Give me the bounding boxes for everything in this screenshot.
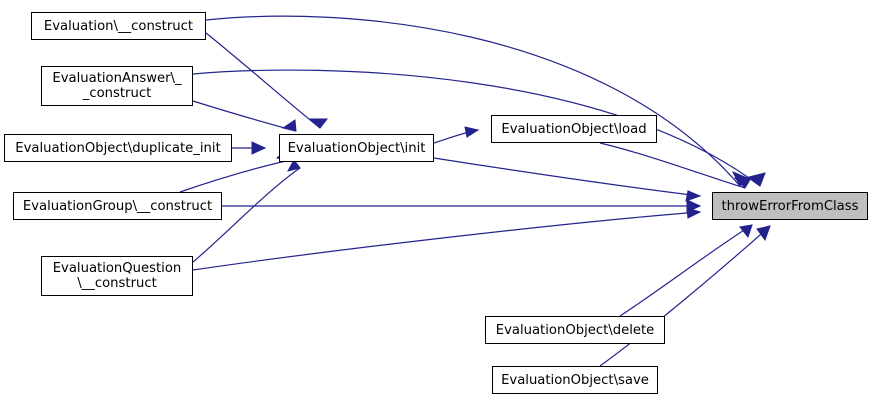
graph-node-label: EvaluationAnswer\_ _construct — [52, 71, 182, 101]
edge-evaluation-construct-to-evaluationobject-init — [205, 32, 329, 129]
edge-evaluationobject-init-to-throwerrorfromclass — [433, 157, 702, 202]
graph-node-evaluationobject-save[interactable]: EvaluationObject\save — [492, 366, 658, 394]
edge-evaluationanswer-construct-to-evaluationobject-init — [192, 100, 297, 132]
graph-node-evaluationgroup-construct[interactable]: EvaluationGroup\__construct — [13, 192, 222, 220]
graph-node-label: EvaluationObject\load — [501, 121, 647, 137]
graph-node-evaluationanswer-construct[interactable]: EvaluationAnswer\_ _construct — [41, 66, 193, 106]
edge-arrowhead — [686, 207, 702, 219]
edge-arrowhead — [464, 126, 480, 138]
graph-node-label: EvaluationObject\duplicate_init — [15, 140, 221, 156]
edge-arrowhead — [685, 190, 702, 202]
edge-evaluationgroup-construct-to-throwerrorfromclass — [222, 199, 702, 213]
edge-arrowhead — [756, 225, 771, 242]
graph-node-label: EvaluationObject\save — [501, 372, 649, 388]
graph-node-label: EvaluationQuestion \__construct — [52, 261, 182, 291]
edge-evaluationquestion-construct-to-throwerrorfromclass — [192, 207, 702, 271]
edge-arrowhead — [733, 177, 752, 189]
graph-node-evaluationobject-init[interactable]: EvaluationObject\init — [279, 134, 434, 162]
edge-evaluationobject-save-to-throwerrorfromclass — [599, 225, 771, 367]
edge-evaluationobject-duplicate-init-to-evaluationobject-init — [232, 141, 267, 155]
graph-node-throwerrorfromclass[interactable]: throwErrorFromClass — [712, 192, 868, 220]
graph-node-label: EvaluationObject\delete — [495, 322, 655, 338]
graph-node-label: Evaluation\__construct — [43, 18, 194, 34]
graph-node-evaluationobject-load[interactable]: EvaluationObject\load — [491, 115, 657, 143]
graph-node-label: EvaluationGroup\__construct — [22, 198, 213, 214]
edge-evaluationobject-init-to-evaluationobject-load — [433, 126, 480, 144]
edge-arrowhead — [287, 159, 301, 172]
edge-arrowhead — [308, 118, 329, 129]
edge-arrowhead — [251, 141, 267, 155]
graph-node-evaluationobject-duplicate-init[interactable]: EvaluationObject\duplicate_init — [4, 134, 232, 162]
edge-arrowhead — [747, 172, 766, 187]
edge-evaluationobject-delete-to-throwerrorfromclass — [619, 224, 753, 317]
graph-node-label: throwErrorFromClass — [721, 198, 859, 214]
graph-node-evaluationquestion-construct[interactable]: EvaluationQuestion \__construct — [41, 256, 193, 296]
edge-evaluationobject-load-to-throwerrorfromclass — [599, 142, 752, 189]
graph-node-evaluation-construct[interactable]: Evaluation\__construct — [31, 12, 206, 40]
edge-arrowhead — [281, 119, 297, 132]
graph-node-evaluationobject-delete[interactable]: EvaluationObject\delete — [485, 316, 665, 344]
edge-evaluationquestion-construct-to-evaluationobject-init — [192, 159, 301, 263]
graph-node-label: EvaluationObject\init — [287, 140, 426, 156]
edge-arrowhead — [739, 224, 753, 239]
edge-evaluationanswer-construct-to-throwerrorfromclass — [192, 69, 766, 187]
